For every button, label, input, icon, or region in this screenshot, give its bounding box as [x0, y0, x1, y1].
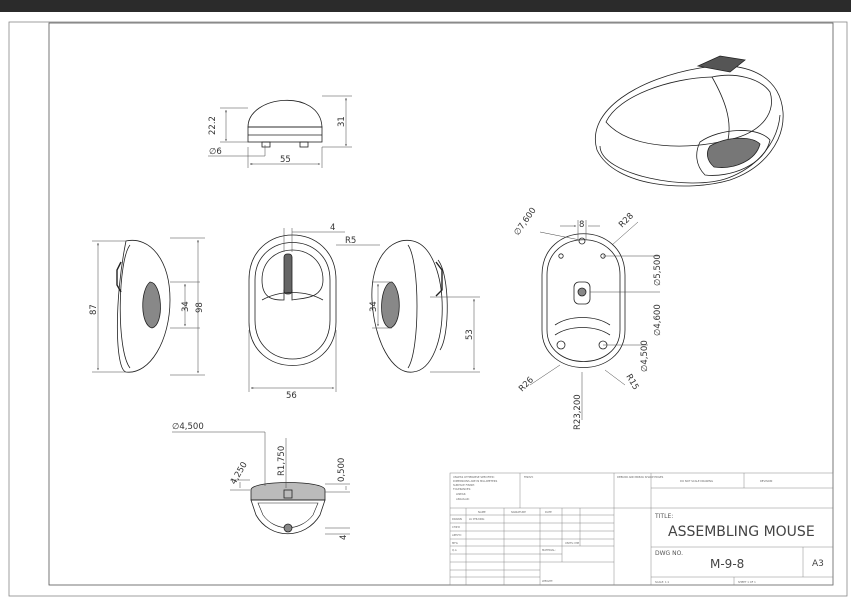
- tb-note-5: LINEAR:: [456, 492, 466, 496]
- tb-dwg-no-label: DWG NO.: [655, 550, 683, 557]
- dim-bottom-dia-5500: ∅5,500: [653, 254, 663, 286]
- dim-left-total: 98: [195, 302, 205, 313]
- left-side-view: [92, 237, 205, 376]
- tb-row-chkd: CHK'D: [452, 525, 460, 529]
- tb-row-appvd: APPV'D: [452, 533, 461, 537]
- tb-scale: SCALE: 1:1: [655, 580, 670, 584]
- tb-row-mfg: MFG: [452, 541, 458, 545]
- tb-note-6: ANGULAR:: [456, 497, 470, 501]
- tb-note-1: UNLESS OTHERWISE SPECIFIED:: [453, 475, 495, 479]
- dim-sec-r: R1,750: [277, 446, 287, 476]
- inner-border: [48, 22, 834, 586]
- dim-top-slot: 4: [330, 223, 335, 233]
- dim-bottom-r15: R15: [623, 373, 640, 392]
- tb-dwg-no: M-9-8: [710, 557, 744, 571]
- window-top-bar: [0, 0, 851, 12]
- tb-units: UNITS: MM: [565, 541, 579, 545]
- dim-bottom-dia-top: ∅7,600: [512, 206, 538, 238]
- dim-front-width: 55: [280, 155, 291, 165]
- right-side-view: [371, 239, 480, 373]
- tb-sheet: SHEET 1 OF 1: [738, 580, 756, 584]
- bottom-view: [529, 220, 660, 420]
- tb-col-date: DATE: [545, 510, 552, 514]
- outer-border: [8, 21, 848, 597]
- dim-top-width: 56: [286, 391, 297, 401]
- tb-size: A3: [812, 559, 824, 569]
- tb-title-label: TITLE:: [654, 513, 673, 520]
- tb-revision: REVISION: [760, 479, 772, 483]
- dim-front-total-height: 31: [337, 116, 347, 127]
- tb-row-qa: Q.A: [452, 548, 457, 552]
- tb-note-3: SURFACE FINISH:: [453, 483, 475, 487]
- tb-title: ASSEMBLING MOUSE: [668, 524, 815, 540]
- tb-row-drawn: DRAWN: [452, 517, 462, 521]
- tb-deburr: DEBURR AND BREAK SHARP EDGES: [617, 475, 664, 479]
- dim-right-inner: 34: [369, 301, 379, 312]
- dim-right-height: 53: [465, 329, 475, 340]
- dim-bottom-dia-4500: ∅4,500: [640, 340, 650, 372]
- tb-note-2: DIMENSIONS ARE IN MILLIMETERS: [453, 479, 498, 483]
- dim-bottom-slot: 8: [579, 220, 584, 230]
- tb-col-signature: SIGNATURE: [511, 510, 526, 514]
- tb-do-not-scale: DO NOT SCALE DRAWING: [680, 479, 713, 483]
- dim-front-height: 22.2: [208, 116, 218, 135]
- dim-sec-dia: ∅4,500: [172, 422, 204, 432]
- dim-left-length: 87: [89, 304, 99, 315]
- dim-sec-4: 4: [339, 535, 349, 540]
- dim-front-dia: ∅6: [209, 147, 222, 157]
- tb-material: MATERIAL:: [542, 548, 556, 552]
- tb-weight: WEIGHT:: [542, 579, 553, 583]
- tb-note-4: TOLERANCES:: [453, 487, 471, 491]
- dim-sec-4250: 4,250: [229, 460, 250, 486]
- dim-top-radius: R5: [345, 236, 356, 246]
- section-view: [172, 431, 350, 535]
- dim-bottom-r23: R23,200: [573, 394, 583, 430]
- dim-bottom-r28: R28: [617, 211, 636, 230]
- dim-bottom-r26: R26: [517, 375, 536, 394]
- tb-col-name: NAME: [478, 510, 486, 514]
- dim-left-inner: 34: [181, 301, 191, 312]
- dim-sec-0500: 0,500: [337, 458, 347, 482]
- tb-finish: FINISH:: [524, 475, 534, 479]
- top-view: [248, 228, 380, 392]
- front-view: [208, 95, 352, 168]
- title-block: [449, 472, 834, 586]
- isometric-view: [594, 55, 784, 187]
- dim-bottom-dia-4600: ∅4,600: [653, 304, 663, 336]
- tb-drawn-name: LU PHUONG: [469, 517, 484, 521]
